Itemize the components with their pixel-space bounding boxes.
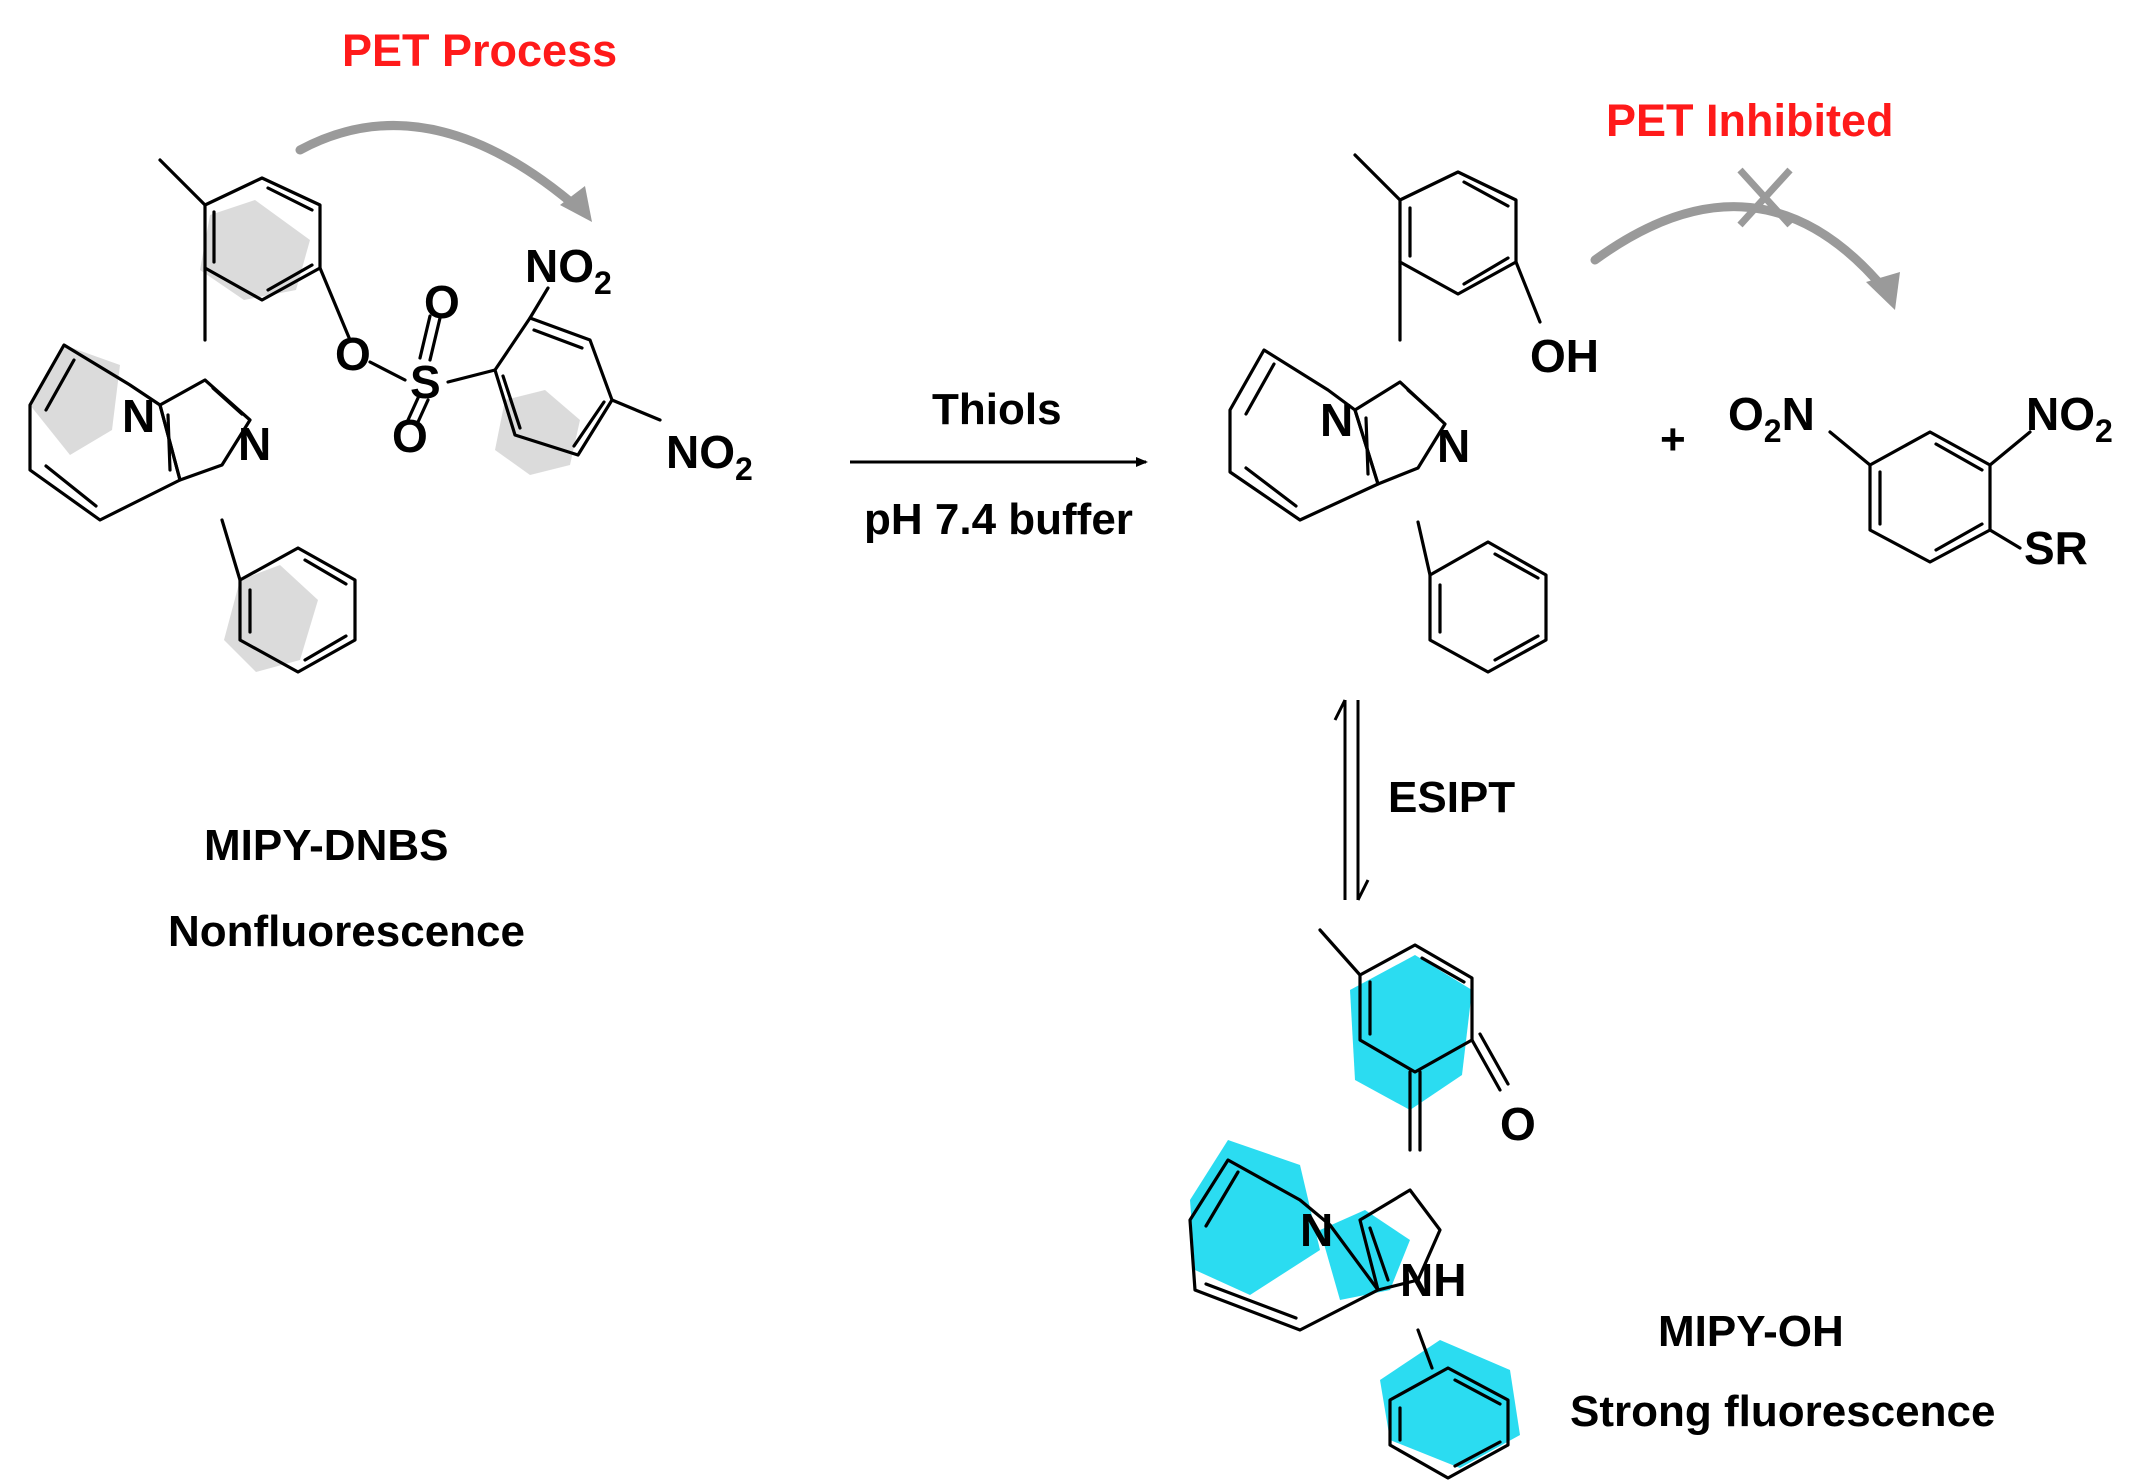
phenol-intermediate-structure: N N OH — [1228, 153, 1599, 674]
pet-inhibited-arrow — [1590, 202, 1890, 295]
product-name: MIPY-OH — [1658, 1307, 1844, 1356]
atom-no2-byproduct: NO2 — [2026, 388, 2113, 449]
atom-n-bridge: N — [122, 390, 155, 442]
atom-no2-ortho: NO2 — [525, 240, 612, 301]
atom-oh: OH — [1530, 330, 1599, 382]
mipy-dnbs-structure: N N O S O O NO2 NO2 — [28, 158, 753, 674]
pet-cross-2 — [1737, 167, 1793, 228]
probe-name: MIPY-DNBS — [204, 821, 448, 870]
atom-s-sulfonyl: S — [410, 356, 441, 408]
atom-sr: SR — [2024, 522, 2088, 574]
atom-o-sulfonyl-top: O — [424, 276, 460, 328]
atom-n-imidazole-2: N — [1437, 420, 1470, 472]
atom-n-bridge-2: N — [1320, 394, 1353, 446]
atom-no2-para: NO2 — [666, 426, 753, 487]
pet-process-label: PET Process — [342, 25, 617, 76]
atom-o2n: O2N — [1728, 388, 1815, 449]
mipy-oh-keto-structure: O N NH — [1188, 928, 1536, 1480]
atom-n-imidazole: N — [238, 418, 271, 470]
atom-o-keto: O — [1500, 1098, 1536, 1150]
pet-inhibited-arrowhead — [1866, 272, 1900, 310]
pet-process-arrow — [295, 121, 585, 215]
atom-o-sulfonyl-bottom: O — [392, 410, 428, 462]
pet-inhibited-label: PET Inhibited — [1606, 95, 1894, 146]
atom-o-ester: O — [335, 328, 371, 380]
product-state: Strong fluorescence — [1570, 1387, 1995, 1436]
atom-n-bridge-3: N — [1300, 1204, 1333, 1256]
dnb-thioether-structure: O2N NO2 SR — [1728, 388, 2113, 574]
reagent-label: Thiols — [932, 385, 1062, 434]
condition-label: pH 7.4 buffer — [864, 495, 1133, 544]
plus-sign: + — [1660, 415, 1686, 464]
esipt-label: ESIPT — [1388, 773, 1515, 822]
atom-nh: NH — [1400, 1254, 1466, 1306]
probe-state: Nonfluorescence — [168, 907, 525, 956]
esipt-equilibrium-arrows — [1333, 699, 1370, 901]
pet-process-arrowhead — [560, 186, 592, 222]
